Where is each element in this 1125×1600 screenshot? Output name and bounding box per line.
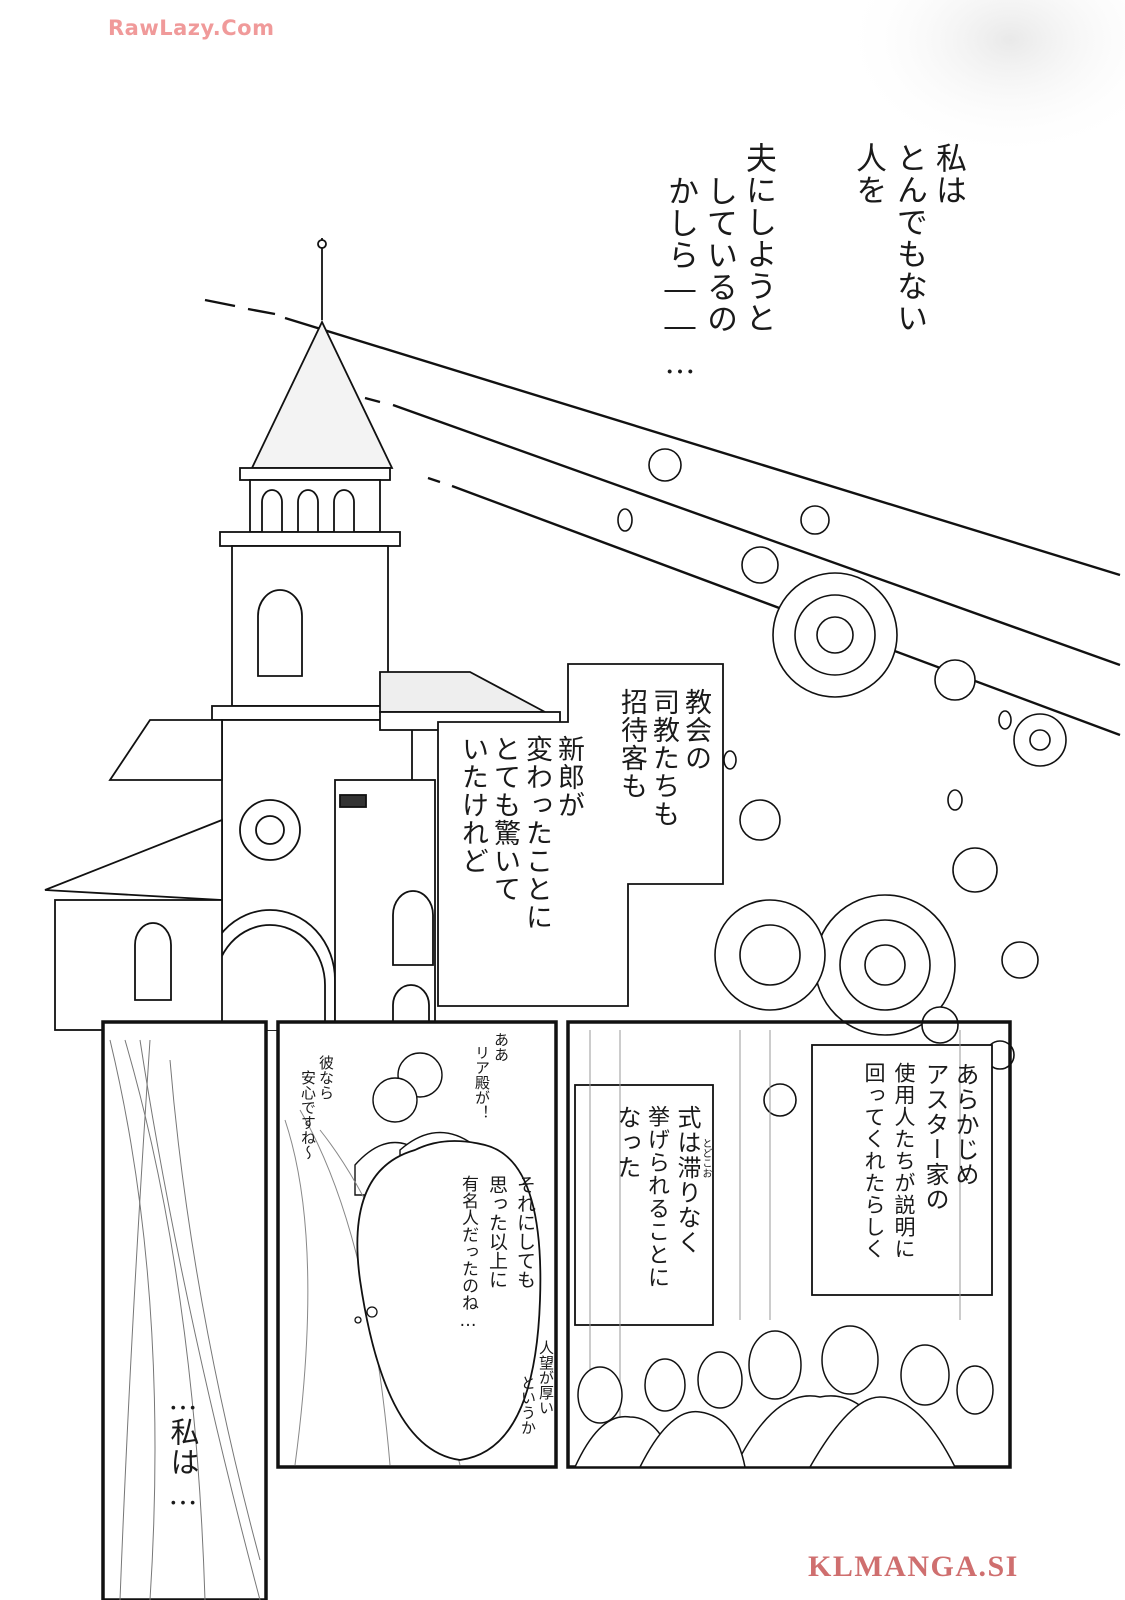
bubble-line-1: それにしても bbox=[514, 1175, 536, 1289]
narration-top-line-1: 私は bbox=[930, 142, 966, 206]
flower-bouquet bbox=[617, 448, 1067, 1117]
speech-bubble-shape bbox=[356, 1140, 542, 1461]
handwritten-2-line-1: 彼なら bbox=[317, 1055, 335, 1100]
aside-jinbou-line-2: というか bbox=[519, 1375, 537, 1435]
watermark-top: RawLazy.Com bbox=[108, 16, 275, 40]
box-right-line-2: 司教たちも bbox=[648, 688, 679, 828]
ruby-todokoori: とどこお bbox=[700, 1138, 711, 1178]
light-glow bbox=[840, 0, 1125, 160]
wedding-guests bbox=[573, 1325, 994, 1468]
church-interior bbox=[589, 1030, 961, 1420]
panel-right-box2-line-2: 挙げられることに bbox=[644, 1105, 669, 1289]
watermark-bottom: KLMANGA.SI bbox=[808, 1550, 1019, 1583]
narration-top-line-5: しているの bbox=[701, 175, 737, 335]
narration-top-line-3: 人を bbox=[850, 142, 886, 206]
panel-right-box2-line-3: なった bbox=[613, 1105, 641, 1180]
box-right-line-3: 招待客も bbox=[616, 688, 647, 800]
handwritten-1-line-2: リア殿が！ bbox=[473, 1045, 491, 1120]
narration-top-line-4: 夫にしようと bbox=[740, 142, 776, 334]
box-right-line-1: 教会の bbox=[680, 688, 711, 772]
panel-right-box1-line-3: 使用人たちが説明に bbox=[892, 1062, 916, 1260]
handwritten-1-line-1: ああ bbox=[492, 1032, 510, 1062]
handwritten-2-line-2: 安心ですね～ bbox=[299, 1070, 317, 1160]
panel-right-box1-line-4: 回ってくれたらしく bbox=[862, 1062, 886, 1260]
box-left-line-1: 新郎が bbox=[553, 735, 584, 819]
bridal-veil bbox=[109, 1039, 261, 1600]
box-left-line-2: 変わったことに bbox=[521, 735, 552, 931]
bubble-line-2: 思った以上に bbox=[486, 1175, 508, 1289]
panel-right-box2-line-1: 式は滞りなく bbox=[673, 1105, 701, 1255]
narration-top-line-2: とんでもない bbox=[891, 142, 927, 334]
aside-jinbou-line-1: 人望が厚い bbox=[537, 1340, 555, 1415]
narration-top-line-6: かしら――… bbox=[662, 175, 698, 382]
church-illustration bbox=[44, 238, 561, 1031]
panel-right-box1-line-2: アスター家の bbox=[921, 1062, 949, 1212]
narration-box-frames bbox=[437, 663, 993, 1326]
speed-lines bbox=[204, 298, 1121, 737]
box-left-line-4: いたけれど bbox=[457, 735, 488, 875]
bubble-line-3: 有名人だったのね… bbox=[458, 1175, 478, 1331]
monologue-watashi-wa: …私は… bbox=[166, 1382, 200, 1512]
box-left-line-3: とても驚いて bbox=[489, 735, 520, 903]
panel-right-box1-line-1: あらかじめ bbox=[951, 1062, 979, 1187]
